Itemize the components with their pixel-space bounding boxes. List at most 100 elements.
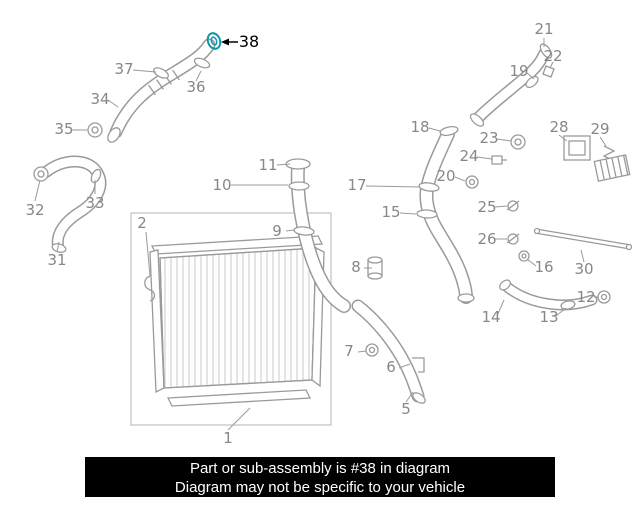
bolt-part16-outer (518, 250, 530, 262)
part-number-8: 8 (351, 258, 361, 276)
part-number-30: 30 (574, 260, 593, 278)
clamp-part36 (193, 57, 211, 69)
bolt-part16-inner (521, 253, 527, 259)
banner-line1: Part or sub-assembly is #38 in diagram (189, 460, 451, 477)
seal-ring-part35-inner (91, 126, 99, 134)
hose-part34-fill (111, 40, 214, 137)
rod-part30-end-left (533, 227, 541, 235)
clamp-part15 (416, 209, 438, 219)
clip-part25-tail (506, 200, 520, 211)
part-number-31: 31 (47, 251, 66, 269)
hose-part19-fill (473, 49, 549, 123)
part-number-2: 2 (137, 214, 147, 232)
radiator-core-fins (159, 247, 317, 389)
part-number-20: 20 (436, 167, 455, 185)
hose-part12-14-fill (502, 282, 596, 309)
part-number-16: 16 (534, 258, 553, 276)
part-number-25: 25 (477, 198, 496, 216)
part-number-9: 9 (272, 222, 282, 240)
part-number-34: 34 (90, 90, 109, 108)
part-number-36: 36 (186, 78, 205, 96)
seal-ring-part20-inner (468, 178, 476, 186)
highlight-arrow-head (221, 38, 229, 46)
highlight-ring-outer (206, 32, 222, 50)
flange-part19-lower (469, 113, 485, 127)
fitting-part8-bottom (367, 272, 383, 280)
radiator-lower-crossmember (166, 389, 312, 407)
clamp-part17 (418, 182, 440, 192)
seal-ring-part7-outer (365, 343, 379, 357)
part-number-24: 24 (459, 147, 478, 165)
fitting-part8-top (367, 256, 383, 264)
part-number-38: 38 (239, 32, 259, 51)
seal-ring-part35-outer (87, 122, 103, 138)
part-number-28: 28 (549, 118, 568, 136)
flange-part21 (539, 43, 553, 59)
hose-part34-ribs (148, 69, 180, 96)
clamp-part19 (525, 75, 539, 89)
clip-part26-tail (506, 233, 520, 244)
retainer-clip-part2 (144, 275, 156, 302)
part-number-17: 17 (347, 176, 366, 194)
seal-ring-part7-inner (368, 346, 376, 354)
part-number-10: 10 (212, 176, 231, 194)
banner-line2: Diagram may not be specific to your vehi… (174, 479, 466, 496)
endcap-part34 (107, 127, 121, 143)
part-number-14: 14 (481, 308, 500, 326)
bracket-part6 (412, 357, 425, 373)
highlighted-part-38: 38 (206, 32, 259, 51)
rod-part30 (534, 228, 632, 250)
flange-part5 (412, 392, 426, 404)
rod-part30-end-right (625, 243, 633, 251)
part-number-5: 5 (401, 400, 411, 418)
hose-part31-fill (41, 157, 105, 251)
part-number-6: 6 (386, 358, 396, 376)
part-number-32: 32 (25, 201, 44, 219)
part-number-21: 21 (534, 20, 553, 38)
seal-ring-part23-inner (514, 138, 522, 146)
seal-ring-part20-outer (465, 175, 479, 189)
clamp-part13 (560, 300, 576, 310)
part-number-19: 19 (509, 62, 528, 80)
seal-ring-part12-outer (597, 290, 611, 304)
hose-art (40, 38, 598, 403)
sensor-part28-body (563, 135, 591, 161)
pipe-part9-11-fill (292, 162, 350, 312)
flange-part31 (51, 243, 67, 253)
hose-part5-fill (353, 301, 423, 401)
clamp-part9 (293, 226, 315, 236)
clip-part22 (542, 65, 555, 78)
part-number-33: 33 (85, 194, 104, 212)
corrugated-duct (593, 154, 631, 182)
part-number-26: 26 (477, 230, 496, 248)
callout-labels: 1256789101112131415161718192021222324252… (25, 20, 609, 447)
seal-ring-part32-inner (37, 170, 45, 178)
leader-lines (34, 38, 607, 431)
part-number-29: 29 (590, 120, 609, 138)
part-number-23: 23 (479, 129, 498, 147)
fittings (33, 43, 633, 404)
part-number-37: 37 (114, 60, 133, 78)
sensor-part28-inner (568, 140, 586, 156)
part-number-22: 22 (543, 47, 562, 65)
part-number-1: 1 (223, 429, 233, 447)
part-number-18: 18 (410, 118, 429, 136)
part-number-13: 13 (539, 308, 558, 326)
flange-part14 (499, 279, 511, 291)
part-number-7: 7 (344, 342, 354, 360)
flange-part17-lower (457, 293, 475, 303)
seal-ring-part23-outer (510, 134, 526, 150)
clamp-part10 (288, 181, 310, 191)
clamp-part33 (90, 168, 102, 184)
banner: Part or sub-assembly is #38 in diagram D… (85, 457, 555, 497)
clamp-part37 (153, 67, 169, 79)
radiator-bounding-box (130, 212, 332, 426)
part-number-35: 35 (54, 120, 73, 138)
seal-ring-part12-inner (600, 293, 608, 301)
part-number-11: 11 (258, 156, 277, 174)
hose-part17-fill (420, 128, 472, 303)
part-number-12: 12 (576, 288, 595, 306)
highlight-ring-inner (210, 36, 218, 46)
